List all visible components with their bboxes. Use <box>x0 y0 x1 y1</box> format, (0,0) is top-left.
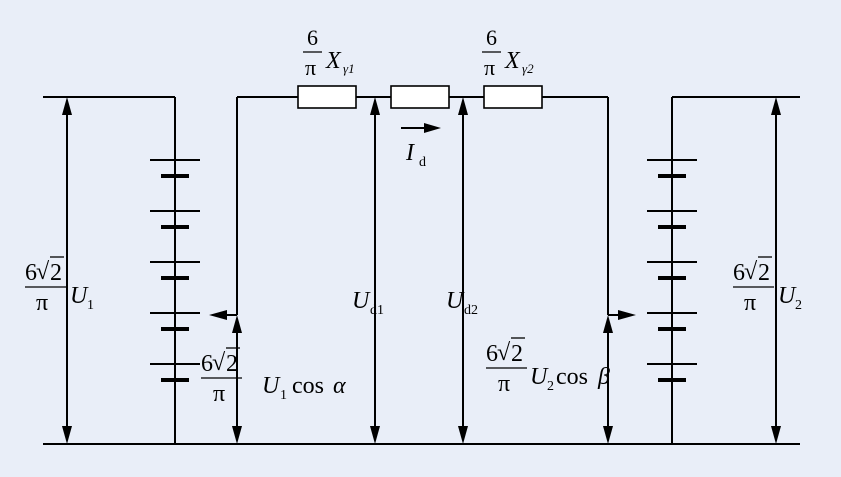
label-ud1-sym: U <box>352 288 371 314</box>
label-rcv-den: π <box>498 371 510 397</box>
left-battery-stack <box>145 151 205 409</box>
right-source-voltage-arrow <box>771 97 781 444</box>
label-left-source-sub: 1 <box>87 298 94 313</box>
resistor-x-gamma1 <box>297 85 357 109</box>
sqrt-sign: √ <box>744 259 758 285</box>
label-x-gamma2-den: π <box>484 55 495 80</box>
label-rcv-sub: 2 <box>547 379 554 394</box>
label-right-source-den: π <box>744 290 756 316</box>
label-ud2-sym: U <box>446 288 465 314</box>
label-lcv-coef: 6 <box>201 351 213 377</box>
label-ud2-sub: d2 <box>464 303 478 318</box>
label-rcv-angle: β <box>597 364 610 390</box>
label-x-gamma1-den: π <box>305 55 316 80</box>
left-horizontal-arrow <box>209 310 237 320</box>
right-converter-voltage-arrow <box>603 315 613 444</box>
label-lcv-sub: 1 <box>280 388 287 403</box>
sqrt-sign: √ <box>212 350 226 376</box>
label-lcv-sym: U <box>262 373 281 399</box>
label-current-sym: I <box>405 140 415 166</box>
label-lcv-root: 2 <box>226 351 238 377</box>
right-horizontal-arrow <box>608 310 636 320</box>
label-rcv-func: cos <box>556 364 588 390</box>
label-right-source-sub: 2 <box>795 298 802 313</box>
label-left-source-den: π <box>36 290 48 316</box>
label-current-sub: d <box>419 155 426 170</box>
label-right-source-sym: U <box>778 283 797 309</box>
label-right-source-root: 2 <box>758 260 770 286</box>
label-ud1-sub: d1 <box>370 303 384 318</box>
label-left-source: 6 √ 2 π U 1 <box>25 256 94 316</box>
label-left-source-coef: 6 <box>25 260 37 286</box>
sqrt-sign: √ <box>36 259 50 285</box>
label-lcv-func: cos <box>292 373 324 399</box>
label-x-gamma2-num: 6 <box>486 25 497 50</box>
label-x-gamma1-sub: γ1 <box>343 61 355 76</box>
label-x-gamma2-sym: X <box>504 48 521 74</box>
ud2-voltage-arrow <box>458 97 468 444</box>
label-left-source-sym: U <box>70 283 89 309</box>
label-right-converter-voltage: 6 √ 2 π U 2 cos β <box>486 337 610 397</box>
label-right-source: 6 √ 2 π U 2 <box>733 256 802 316</box>
label-right-source-coef: 6 <box>733 260 745 286</box>
current-arrow <box>401 123 441 133</box>
resistor-center <box>390 85 450 109</box>
label-left-converter-voltage: 6 √ 2 π U 1 cos α <box>201 347 346 407</box>
label-rcv-root: 2 <box>511 341 523 367</box>
ud1-voltage-arrow <box>370 97 380 444</box>
label-x-gamma1-num: 6 <box>307 25 318 50</box>
resistor-x-gamma2 <box>483 85 543 109</box>
label-lcv-angle: α <box>333 373 346 399</box>
label-x-gamma2: 6 π X γ2 <box>482 25 534 80</box>
label-left-source-root: 2 <box>50 260 62 286</box>
label-x-gamma1-sym: X <box>325 48 342 74</box>
label-lcv-den: π <box>213 381 225 407</box>
label-x-gamma2-sub: γ2 <box>522 61 534 76</box>
label-ud2: U d2 <box>446 288 478 318</box>
label-current-id: I d <box>405 140 426 170</box>
label-rcv-sym: U <box>530 364 549 390</box>
sqrt-sign: √ <box>497 340 511 366</box>
left-converter-voltage-arrow <box>232 315 242 444</box>
label-x-gamma1: 6 π X γ1 <box>303 25 355 80</box>
label-rcv-coef: 6 <box>486 341 498 367</box>
right-battery-stack <box>642 151 702 409</box>
left-source-voltage-arrow <box>62 97 72 444</box>
label-ud1: U d1 <box>352 288 384 318</box>
